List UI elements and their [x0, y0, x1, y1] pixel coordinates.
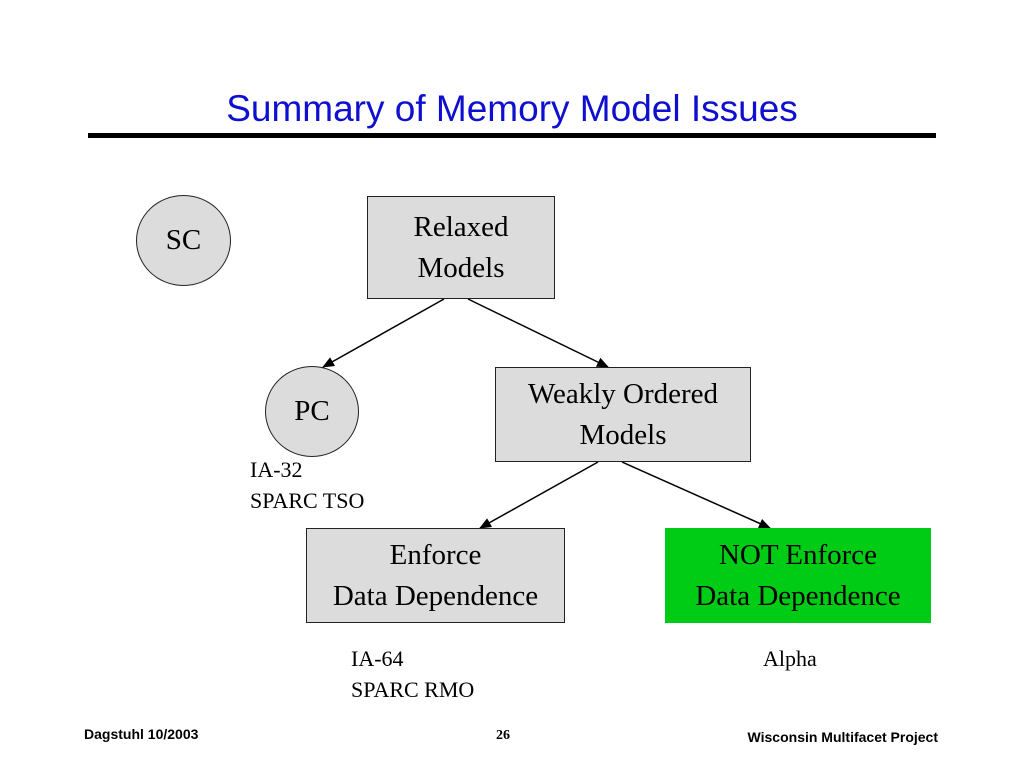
pc-node-label: PC	[294, 395, 330, 427]
footer-right: Wisconsin Multifacet Project	[747, 729, 938, 745]
sc-node: SC	[136, 195, 231, 286]
not-enforce-line-2: Data Dependence	[695, 579, 901, 612]
footer-left: Dagstuhl 10/2003	[84, 726, 199, 742]
pc-examples: IA-32 SPARC TSO	[250, 454, 364, 516]
not-enforce-examples: Alpha	[763, 643, 817, 674]
pc-node: PC	[265, 366, 359, 457]
title-divider	[88, 133, 936, 138]
weakly-ordered-line-1: Weakly Ordered	[527, 377, 719, 410]
edge-relaxed-to-weakly-ordered	[467, 298, 609, 368]
sc-node-label: SC	[165, 224, 202, 256]
page-number: 26	[496, 728, 510, 743]
not-enforce-data-dependence-node: NOT Enforce Data Dependence	[665, 528, 931, 623]
edge-weakly-ordered-to-enforce	[479, 461, 599, 529]
not-enforce-example-1: Alpha	[763, 646, 817, 671]
not-enforce-line-1: NOT Enforce	[718, 538, 878, 571]
relaxed-models-line-2: Models	[417, 251, 505, 284]
enforce-data-dependence-node: Enforce Data Dependence	[306, 528, 565, 623]
edge-relaxed-to-pc	[322, 298, 445, 368]
enforce-line-1: Enforce	[389, 538, 482, 571]
page-title: Summary of Memory Model Issues	[226, 88, 798, 129]
weakly-ordered-models-node: Weakly Ordered Models	[495, 367, 751, 462]
edge-weakly-ordered-to-not-enforce	[621, 461, 771, 529]
relaxed-models-line-1: Relaxed	[413, 210, 509, 243]
pc-example-1: IA-32	[250, 457, 303, 482]
pc-example-2: SPARC TSO	[250, 488, 365, 513]
enforce-examples: IA-64 SPARC RMO	[351, 643, 474, 705]
enforce-example-1: IA-64	[351, 646, 404, 671]
relaxed-models-node: Relaxed Models	[367, 196, 555, 299]
enforce-example-2: SPARC RMO	[351, 677, 475, 702]
weakly-ordered-line-2: Models	[579, 418, 667, 451]
enforce-line-2: Data Dependence	[332, 579, 539, 612]
